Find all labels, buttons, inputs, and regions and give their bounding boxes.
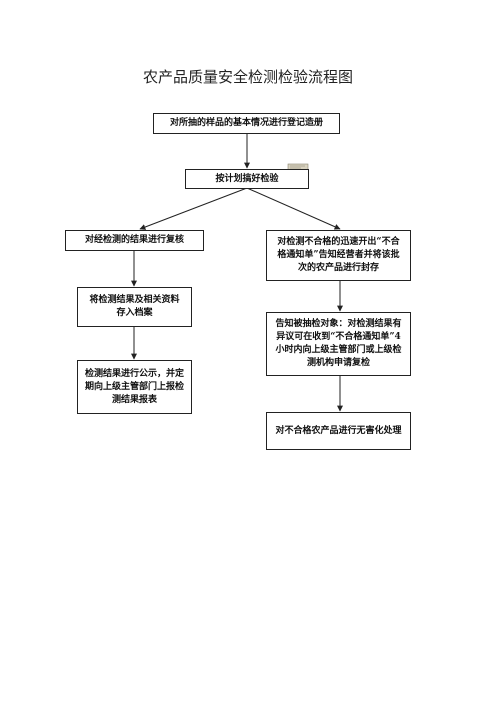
step-harmless-disposal-box: 对不合格农产品进行无害化处理	[266, 412, 411, 450]
step-register-label: 对所抽的样品的基本情况进行登记造册	[169, 118, 323, 128]
arrow-inspect-to-unqualified	[246, 187, 341, 230]
step-inspect-label: 按计划搞好检验	[215, 173, 279, 184]
step-publish-label: 检测结果进行公示，并定期向上级主管部门上报检测结果报表	[84, 368, 184, 405]
step-inspect-box: 按计划搞好检验	[185, 169, 309, 189]
step-notify-party-label: 告知被抽检对象：对检测结果有异议可在收到“不合格通知单”4小时内向上级主管部门或…	[275, 319, 402, 368]
diagram-title: 农产品质量安全检测检验流程图	[142, 68, 353, 86]
step-archive-box: 将检测结果及相关资料 存入档案	[77, 287, 192, 327]
arrow-inspect-to-recheck	[139, 187, 248, 230]
step-recheck-box: 对经检测的结果进行复核	[65, 230, 204, 251]
step-unqualified-notice-box: 对检测不合格的迅速开出“不合格通知单”告知经营者并将该批次的农产品进行封存	[266, 230, 411, 281]
step-register-box: 对所抽的样品的基本情况进行登记造册	[153, 113, 340, 134]
step-notify-party-box: 告知被抽检对象：对检测结果有异议可在收到“不合格通知单”4小时内向上级主管部门或…	[266, 312, 411, 376]
step-harmless-disposal-label: 对不合格农产品进行无害化处理	[275, 425, 402, 436]
step-archive-label: 将检测结果及相关资料 存入档案	[89, 295, 180, 318]
step-publish-box: 检测结果进行公示，并定期向上级主管部门上报检测结果报表	[77, 360, 192, 414]
step-unqualified-notice-label: 对检测不合格的迅速开出“不合格通知单”告知经营者并将该批次的农产品进行封存	[277, 237, 400, 273]
step-recheck-label: 对经检测的结果进行复核	[84, 235, 184, 245]
